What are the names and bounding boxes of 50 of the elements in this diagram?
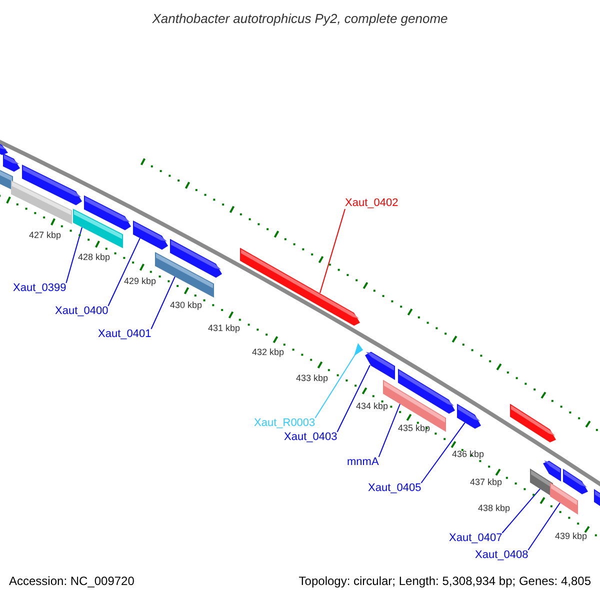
scale-label: 439 kbp (555, 532, 588, 541)
gene-feature (510, 404, 556, 442)
leader-line (320, 208, 346, 294)
gene-label: Xaut_R0003 (254, 418, 316, 429)
gene-label: Xaut_0399 (13, 283, 66, 294)
gene-feature (365, 352, 395, 380)
leader-line (420, 422, 466, 484)
title: Xanthobacter autotrophicus Py2, complete genome (151, 11, 449, 26)
scale-label: 428 kbp (78, 253, 110, 262)
gene-label: Xaut_0401 (98, 329, 152, 340)
footer-text: Accession: NC_009720 (9, 575, 134, 587)
gene-label: Xaut_0402 (345, 198, 398, 209)
gene-label: Xaut_0405 (368, 483, 422, 494)
gene-feature (563, 468, 588, 494)
gene-feature (240, 248, 360, 326)
leader-line (66, 226, 82, 284)
scale-label: 435 kbp (398, 424, 430, 433)
gene-feature (0, 142, 8, 155)
scale-label: 436 kbp (452, 450, 484, 459)
leader-line (528, 502, 560, 550)
leader-line (314, 354, 356, 418)
scale-label: 427 kbp (29, 231, 62, 240)
gene-feature (3, 153, 20, 172)
leader-line (150, 276, 176, 330)
leader-line (502, 488, 540, 534)
scale-label: 437 kbp (470, 478, 502, 487)
scale-label: 431 kbp (208, 324, 240, 333)
gene-label: mnmA (347, 457, 379, 468)
scale-label: 430 kbp (170, 301, 202, 310)
leader-line (336, 364, 370, 432)
gene-feature (170, 238, 222, 278)
gene-feature (84, 195, 131, 230)
leader-line (108, 238, 140, 306)
footer-text: Topology: circular; Length: 5,308,934 bp; Genes: 4,805 (298, 575, 591, 587)
gene-feature (543, 460, 561, 482)
scale-label: 433 kbp (296, 374, 328, 383)
gene-feature (398, 368, 455, 414)
feature-marker (354, 343, 363, 356)
gene-label: Xaut_0407 (449, 533, 502, 544)
gene-label: Xaut_0400 (55, 306, 108, 317)
gene-feature (133, 220, 168, 250)
leader-line (378, 404, 400, 458)
scale-label: 429 kbp (124, 277, 156, 286)
scale-label: 434 kbp (356, 402, 388, 411)
gene-feature (22, 164, 82, 206)
scale-label: 432 kbp (252, 348, 284, 357)
gene-label: Xaut_0403 (284, 432, 338, 443)
gene-feature (457, 404, 481, 429)
gene-label: Xaut_0408 (475, 550, 528, 561)
scale-label: 438 kbp (478, 504, 510, 513)
